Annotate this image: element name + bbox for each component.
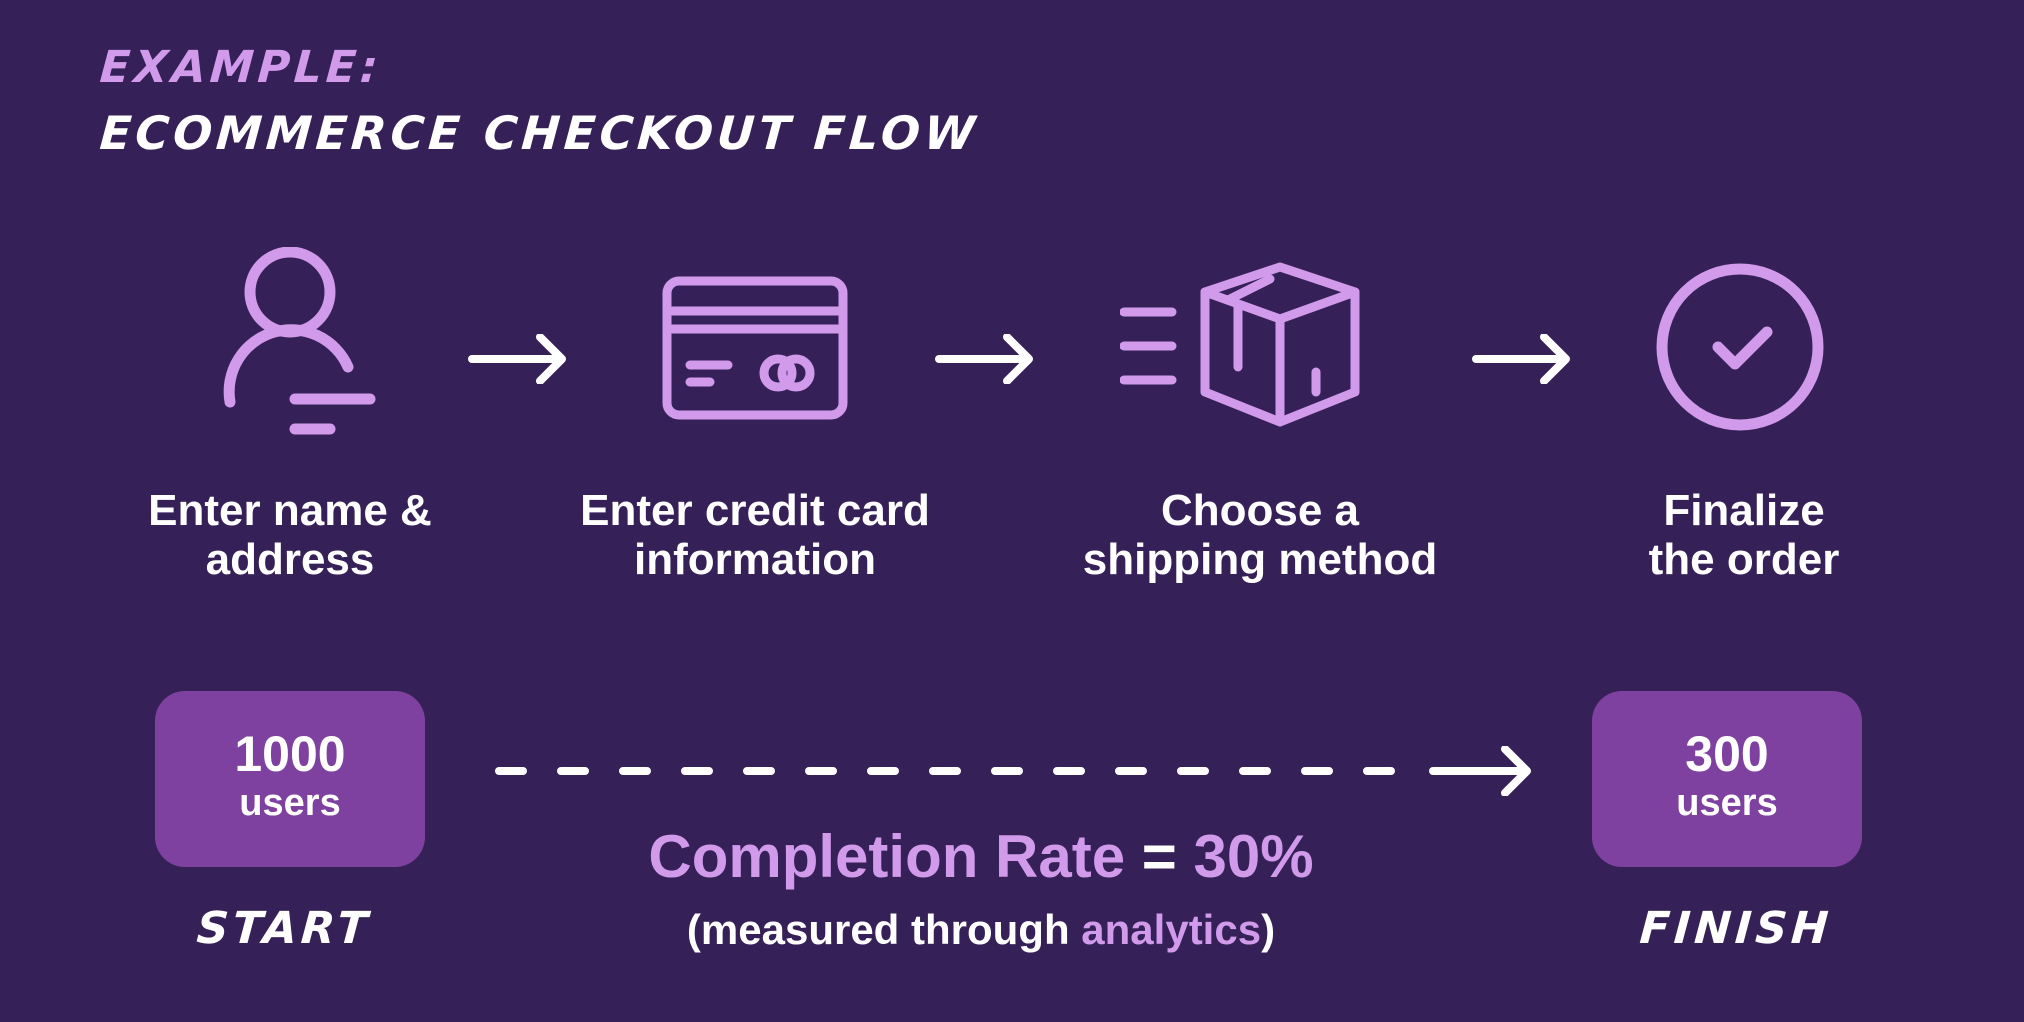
step-label-line: the order	[1648, 535, 1840, 584]
credit-card-icon	[660, 247, 850, 437]
step-label-1: Enter name &address	[70, 486, 510, 584]
page-title: ECOMMERCE CHECKOUT FLOW	[98, 106, 981, 160]
arrow-right-icon	[1472, 333, 1572, 385]
step-label-line: Choose a	[1160, 486, 1360, 535]
finish-users-box: 300 users	[1592, 691, 1862, 867]
start-users-box: 1000 users	[155, 691, 425, 867]
package-icon	[1119, 247, 1370, 437]
note-highlight: analytics	[1081, 906, 1262, 953]
note-suffix: )	[1261, 906, 1276, 953]
eyebrow-label: EXAMPLE:	[98, 42, 384, 93]
step-label-line: Finalize	[1663, 486, 1825, 535]
check-circle-icon	[1645, 247, 1835, 437]
finish-unit: users	[1676, 782, 1778, 824]
user-icon	[195, 246, 385, 437]
start-unit: users	[239, 782, 341, 824]
arrow-right-icon	[468, 333, 568, 385]
start-count: 1000	[234, 726, 346, 782]
measurement-note: (measured through analytics)	[0, 906, 1962, 954]
step-label-line: Enter name &	[148, 486, 432, 535]
step-label-line: information	[634, 535, 876, 584]
step-label-line: address	[205, 535, 375, 584]
arrow-right-icon	[935, 333, 1035, 385]
metric-label: Completion Rate	[648, 823, 1126, 890]
metric-equals: =	[1141, 823, 1177, 890]
step-label-line: Enter credit card	[580, 486, 930, 535]
completion-rate: Completion Rate = 30%	[0, 822, 1962, 891]
dashed-arrow	[495, 746, 1531, 796]
note-prefix: (measured through	[686, 906, 1082, 953]
finish-count: 300	[1685, 726, 1769, 782]
metric-value: 30%	[1193, 823, 1314, 890]
step-label-line: shipping method	[1082, 535, 1438, 584]
